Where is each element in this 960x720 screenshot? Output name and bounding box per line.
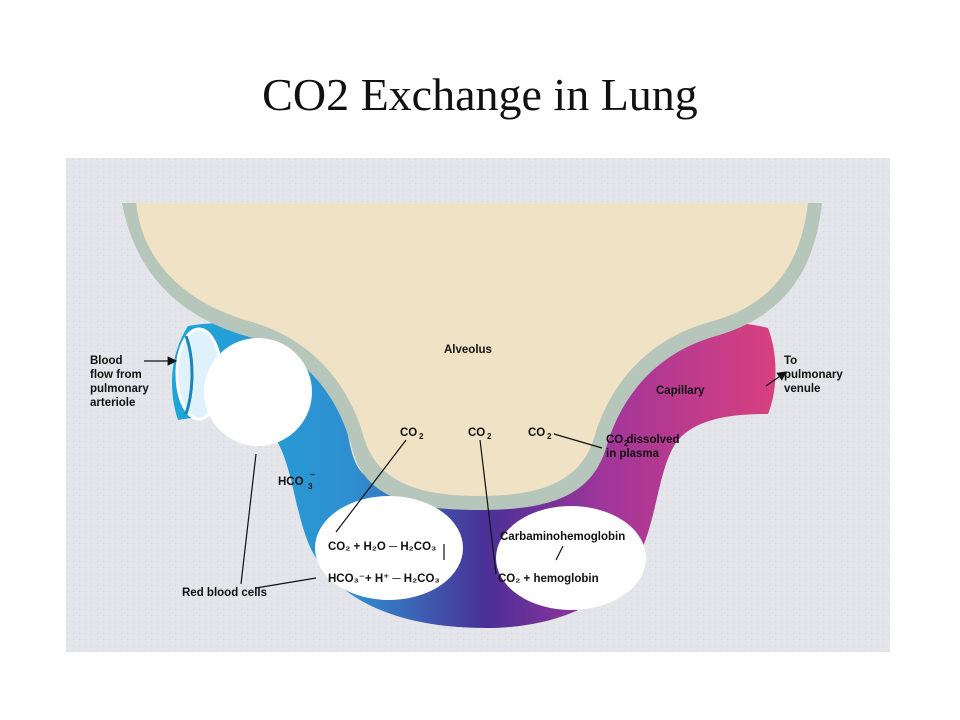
co2-hemoglobin-label: CO₂ + hemoglobin [498, 573, 599, 585]
red-blood-cells-label: Red blood cells [182, 587, 267, 599]
to-venule-label-line3: venule [784, 383, 820, 395]
svg-text:3: 3 [308, 482, 313, 491]
alveolus [136, 203, 808, 496]
svg-text:2: 2 [419, 432, 424, 441]
capillary-label: Capillary [656, 385, 705, 397]
svg-text:CO: CO [528, 427, 545, 439]
svg-text:HCO: HCO [278, 476, 304, 488]
reaction-dissociation: HCO₃⁻+ H⁺ ─ H₂CO₃ [328, 573, 440, 585]
to-venule-label-line1: To [784, 355, 797, 367]
svg-text:CO: CO [400, 427, 417, 439]
blood-flow-label-line4: arteriole [90, 397, 135, 409]
reaction-hydration: CO₂ + H₂O ─ H₂CO₃ [328, 541, 436, 553]
co2-label-right: CO 2 [528, 427, 552, 441]
co2-label-middle: CO 2 [468, 427, 492, 441]
to-venule-label-line2: pulmonary [784, 369, 843, 381]
svg-text:CO: CO [468, 427, 485, 439]
svg-text:2: 2 [487, 432, 492, 441]
svg-text:in plasma: in plasma [606, 448, 660, 460]
bicarbonate-label: HCO 3 − [278, 470, 315, 491]
red-blood-cell [496, 506, 646, 610]
slide-title: CO2 Exchange in Lung [262, 69, 698, 120]
co2-label-left: CO 2 [400, 427, 424, 441]
carbaminohemoglobin-label: Carbaminohemoglobin [500, 531, 625, 543]
svg-text:CO dissolved: CO dissolved [606, 434, 680, 446]
alveolus-label: Alveolus [444, 344, 492, 356]
leader-lines [144, 356, 787, 589]
dissolved-co2-label: CO dissolved 2 in plasma [606, 434, 680, 460]
blood-flow-label-line3: pulmonary [90, 383, 149, 395]
diagram-canvas: Alveolus Blood flow from pulmonary arter… [66, 158, 890, 652]
co2-exchange-diagram: Alveolus Blood flow from pulmonary arter… [66, 158, 890, 652]
red-blood-cell [204, 338, 312, 446]
svg-text:2: 2 [547, 432, 552, 441]
blood-flow-label-line2: flow from [90, 369, 142, 381]
vessel-opening-shadow [184, 335, 194, 415]
svg-text:2: 2 [624, 439, 629, 448]
red-blood-cell [315, 496, 463, 600]
svg-text:−: − [310, 470, 315, 479]
blood-flow-label-line1: Blood [90, 355, 123, 367]
